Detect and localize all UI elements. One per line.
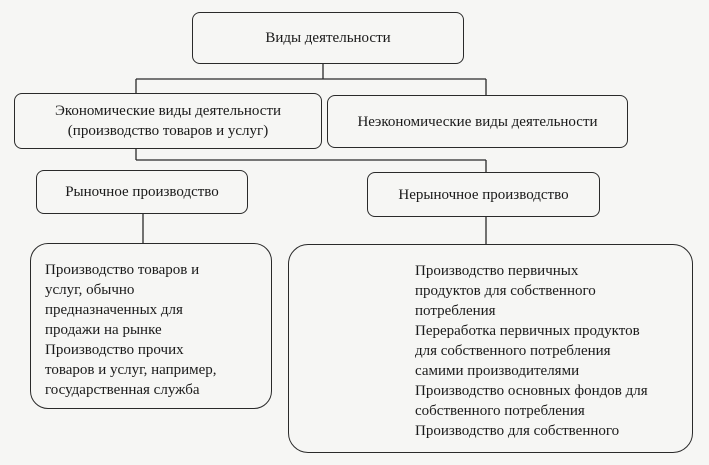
non-market-production-details-text: Производство первичных продуктов для соб… — [415, 261, 648, 441]
market-details-line-3: предназначенных для — [45, 302, 183, 318]
market-details-line-5: Производство прочих — [45, 342, 184, 358]
market-details-line-7: государственная служба — [45, 382, 200, 398]
market-production-node: Рыночное производство — [36, 170, 248, 214]
root-node: Виды деятельности — [192, 12, 464, 64]
non-market-production-details-node: Производство первичных продуктов для соб… — [288, 244, 693, 453]
non-market-details-line-8: собственного потребления — [415, 403, 585, 419]
non-market-details-line-1: Производство первичных — [415, 263, 579, 279]
non-market-details-line-5: для собственного потребления — [415, 343, 611, 359]
root-label: Виды деятельности — [265, 30, 391, 46]
non-market-details-line-2: продуктов для собственного — [415, 283, 596, 299]
market-details-line-4: продажи на рынке — [45, 322, 162, 338]
non-market-details-line-6: самими производителями — [415, 363, 580, 379]
non-economic-activities-label: Неэкономические виды деятельности — [357, 113, 598, 130]
market-production-label: Рыночное производство — [65, 184, 219, 200]
non-market-details-line-7: Производство основных фондов для — [415, 383, 648, 399]
market-details-line-1: Производство товаров и — [45, 262, 200, 278]
non-economic-activities-node: Неэкономические виды деятельности — [327, 95, 628, 148]
market-details-line-2: услуг, обычно — [45, 282, 135, 298]
economic-activities-line-1: Экономические виды деятельности — [54, 103, 282, 119]
economic-activities-text: Экономические виды деятельности (произво… — [55, 101, 281, 141]
market-details-line-6: товаров и услуг, например, — [45, 362, 217, 378]
non-market-details-line-4: Переработка первичных продуктов — [415, 323, 640, 339]
non-market-details-line-9: Производство для собственного — [415, 423, 620, 439]
non-market-details-line-3: потребления — [415, 303, 496, 319]
economic-activities-line-2: (производство товаров и услуг) — [67, 123, 269, 139]
non-market-production-label: Нерыночное производство — [398, 186, 569, 203]
market-production-details-node: Производство товаров и услуг, обычно пре… — [30, 243, 272, 409]
market-production-details-text: Производство товаров и услуг, обычно пре… — [45, 260, 217, 400]
economic-activities-node: Экономические виды деятельности (произво… — [14, 93, 322, 149]
non-market-production-node: Нерыночное производство — [367, 172, 600, 217]
